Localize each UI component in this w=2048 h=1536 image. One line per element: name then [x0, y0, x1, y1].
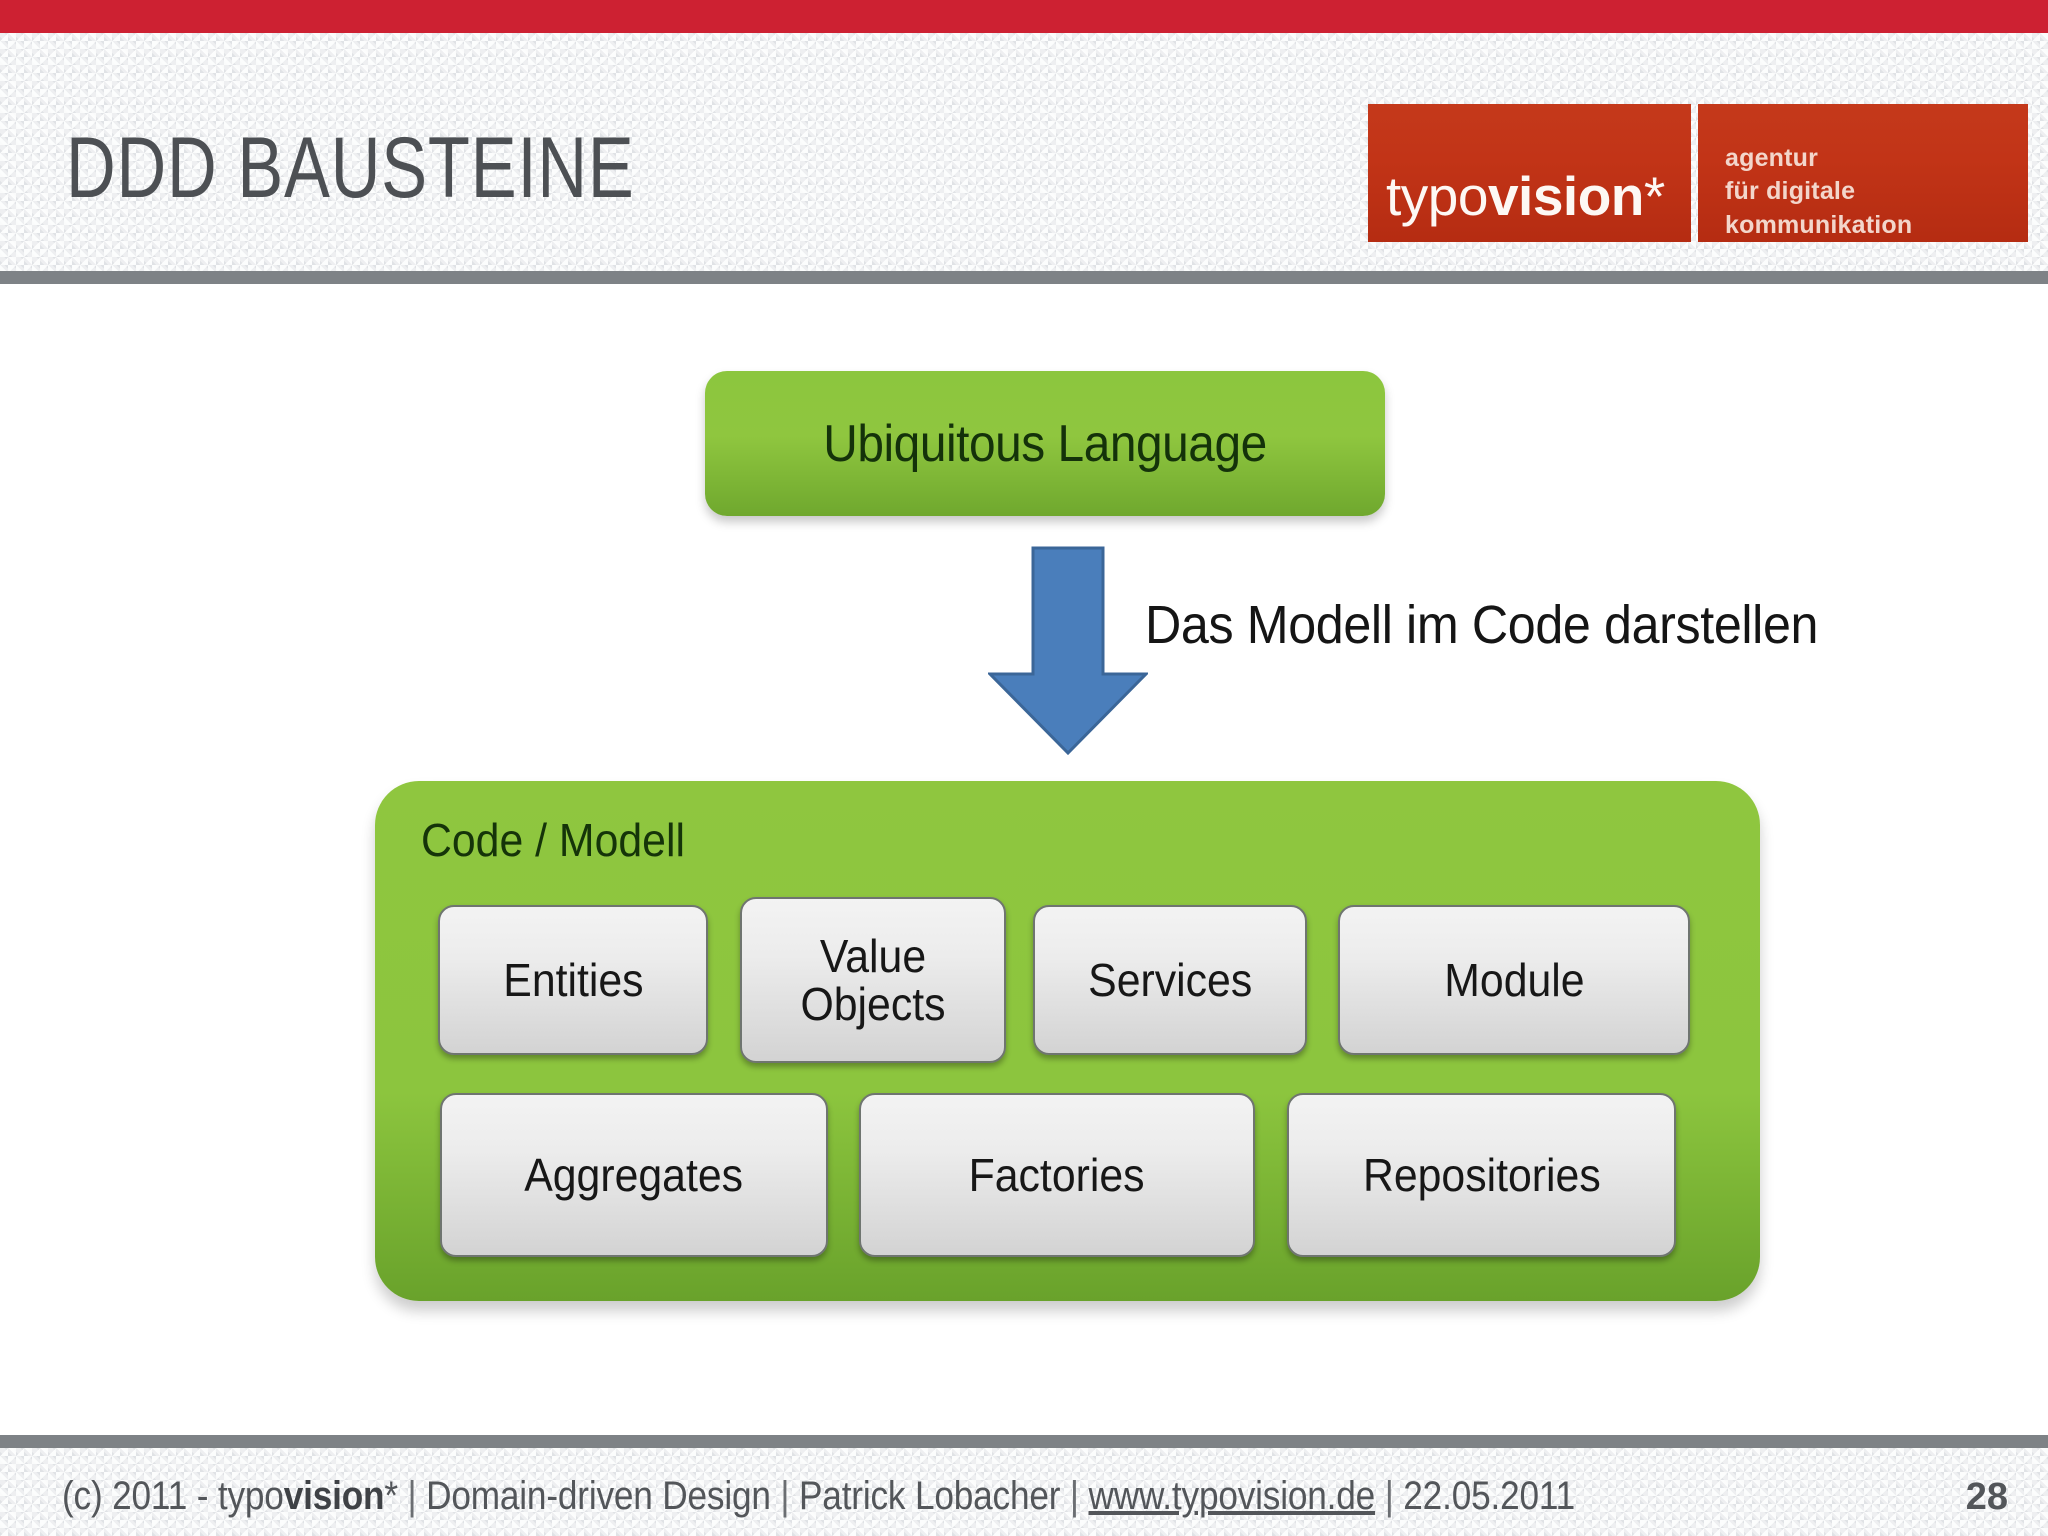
ubiquitous-language-box: Ubiquitous Language — [705, 371, 1385, 516]
building-block-repositories-label: Repositories — [1362, 1148, 1601, 1201]
slide-footer: (c) 2011 - typovision* | Domain-driven D… — [0, 1448, 2048, 1536]
building-block-row-1: Entities Value Objects Services Module — [438, 897, 1690, 1063]
arrow-caption-label: Das Modell im Code darstellen — [1145, 595, 1819, 655]
footer-divider-rule — [0, 1435, 2048, 1448]
slide-header: DDD BAUSTEINE typovision* agentur für di… — [0, 33, 2048, 271]
page-title: DDD BAUSTEINE — [66, 120, 635, 216]
footer-topic: Domain-driven Design — [426, 1474, 771, 1518]
footer-date: 22.05.2011 — [1403, 1474, 1576, 1518]
header-divider-rule — [0, 271, 2048, 284]
logo-tagline-line-1: agentur — [1725, 144, 1819, 172]
building-block-module: Module — [1338, 905, 1690, 1055]
building-block-aggregates: Aggregates — [440, 1093, 828, 1257]
code-model-container: Code / Modell Entities Value Objects Ser… — [375, 781, 1760, 1301]
footer-copyright: (c) 2011 - — [62, 1474, 218, 1518]
building-block-repositories: Repositories — [1287, 1093, 1676, 1257]
page-number: 28 — [1965, 1476, 2008, 1518]
logo-wordmark-text: typovision* — [1386, 169, 1665, 224]
footer-separator-3: | — [1060, 1474, 1089, 1518]
building-block-aggregates-label: Aggregates — [524, 1148, 744, 1201]
code-model-label: Code / Modell — [421, 814, 685, 866]
building-block-value-objects-label: Value Objects — [800, 929, 946, 1030]
building-block-factories: Factories — [859, 1093, 1255, 1257]
footer-separator-4: | — [1375, 1474, 1404, 1518]
building-block-services: Services — [1033, 905, 1307, 1055]
footer-author: Patrick Lobacher — [799, 1474, 1061, 1518]
building-block-row-2: Aggregates Factories Repositories — [440, 1093, 1676, 1257]
building-block-module-label: Module — [1443, 953, 1585, 1006]
footer-separator-1: | — [397, 1474, 427, 1518]
logo-tagline-panel: agentur für digitale kommunikation — [1698, 104, 2028, 242]
logo-word-typo: typo — [1386, 165, 1488, 227]
logo-tagline-line-2: für digitale — [1725, 177, 1856, 206]
logo-word-vision: vision — [1487, 165, 1644, 227]
logo-tagline-line-3: kommunikation — [1725, 210, 1913, 239]
building-block-entities: Entities — [438, 905, 708, 1055]
building-block-value-objects: Value Objects — [740, 897, 1006, 1063]
building-block-entities-label: Entities — [502, 953, 644, 1006]
building-block-services-label: Services — [1087, 953, 1253, 1006]
building-block-factories-label: Factories — [969, 1148, 1145, 1201]
footer-credit-line: (c) 2011 - typovision* | Domain-driven D… — [62, 1474, 1575, 1519]
logo-asterisk-icon: * — [1643, 165, 1665, 227]
footer-brand-vision: vision — [283, 1474, 385, 1518]
logo-wordmark-panel: typovision* — [1368, 104, 1691, 242]
footer-brand-asterisk-icon: * — [384, 1474, 398, 1518]
footer-brand-typo: typo — [217, 1474, 284, 1518]
top-accent-bar — [0, 0, 2048, 33]
logo-tagline-text: agentur für digitale kommunikation — [1725, 142, 1912, 242]
slide-body: Ubiquitous Language Das Modell im Code d… — [0, 284, 2048, 1435]
ubiquitous-language-label: Ubiquitous Language — [823, 414, 1267, 473]
footer-separator-2: | — [770, 1474, 799, 1518]
down-arrow-icon — [988, 546, 1148, 756]
footer-website-link[interactable]: www.typovision.de — [1088, 1474, 1376, 1518]
typovision-logo: typovision* agentur für digitale kommuni… — [1368, 104, 2028, 242]
